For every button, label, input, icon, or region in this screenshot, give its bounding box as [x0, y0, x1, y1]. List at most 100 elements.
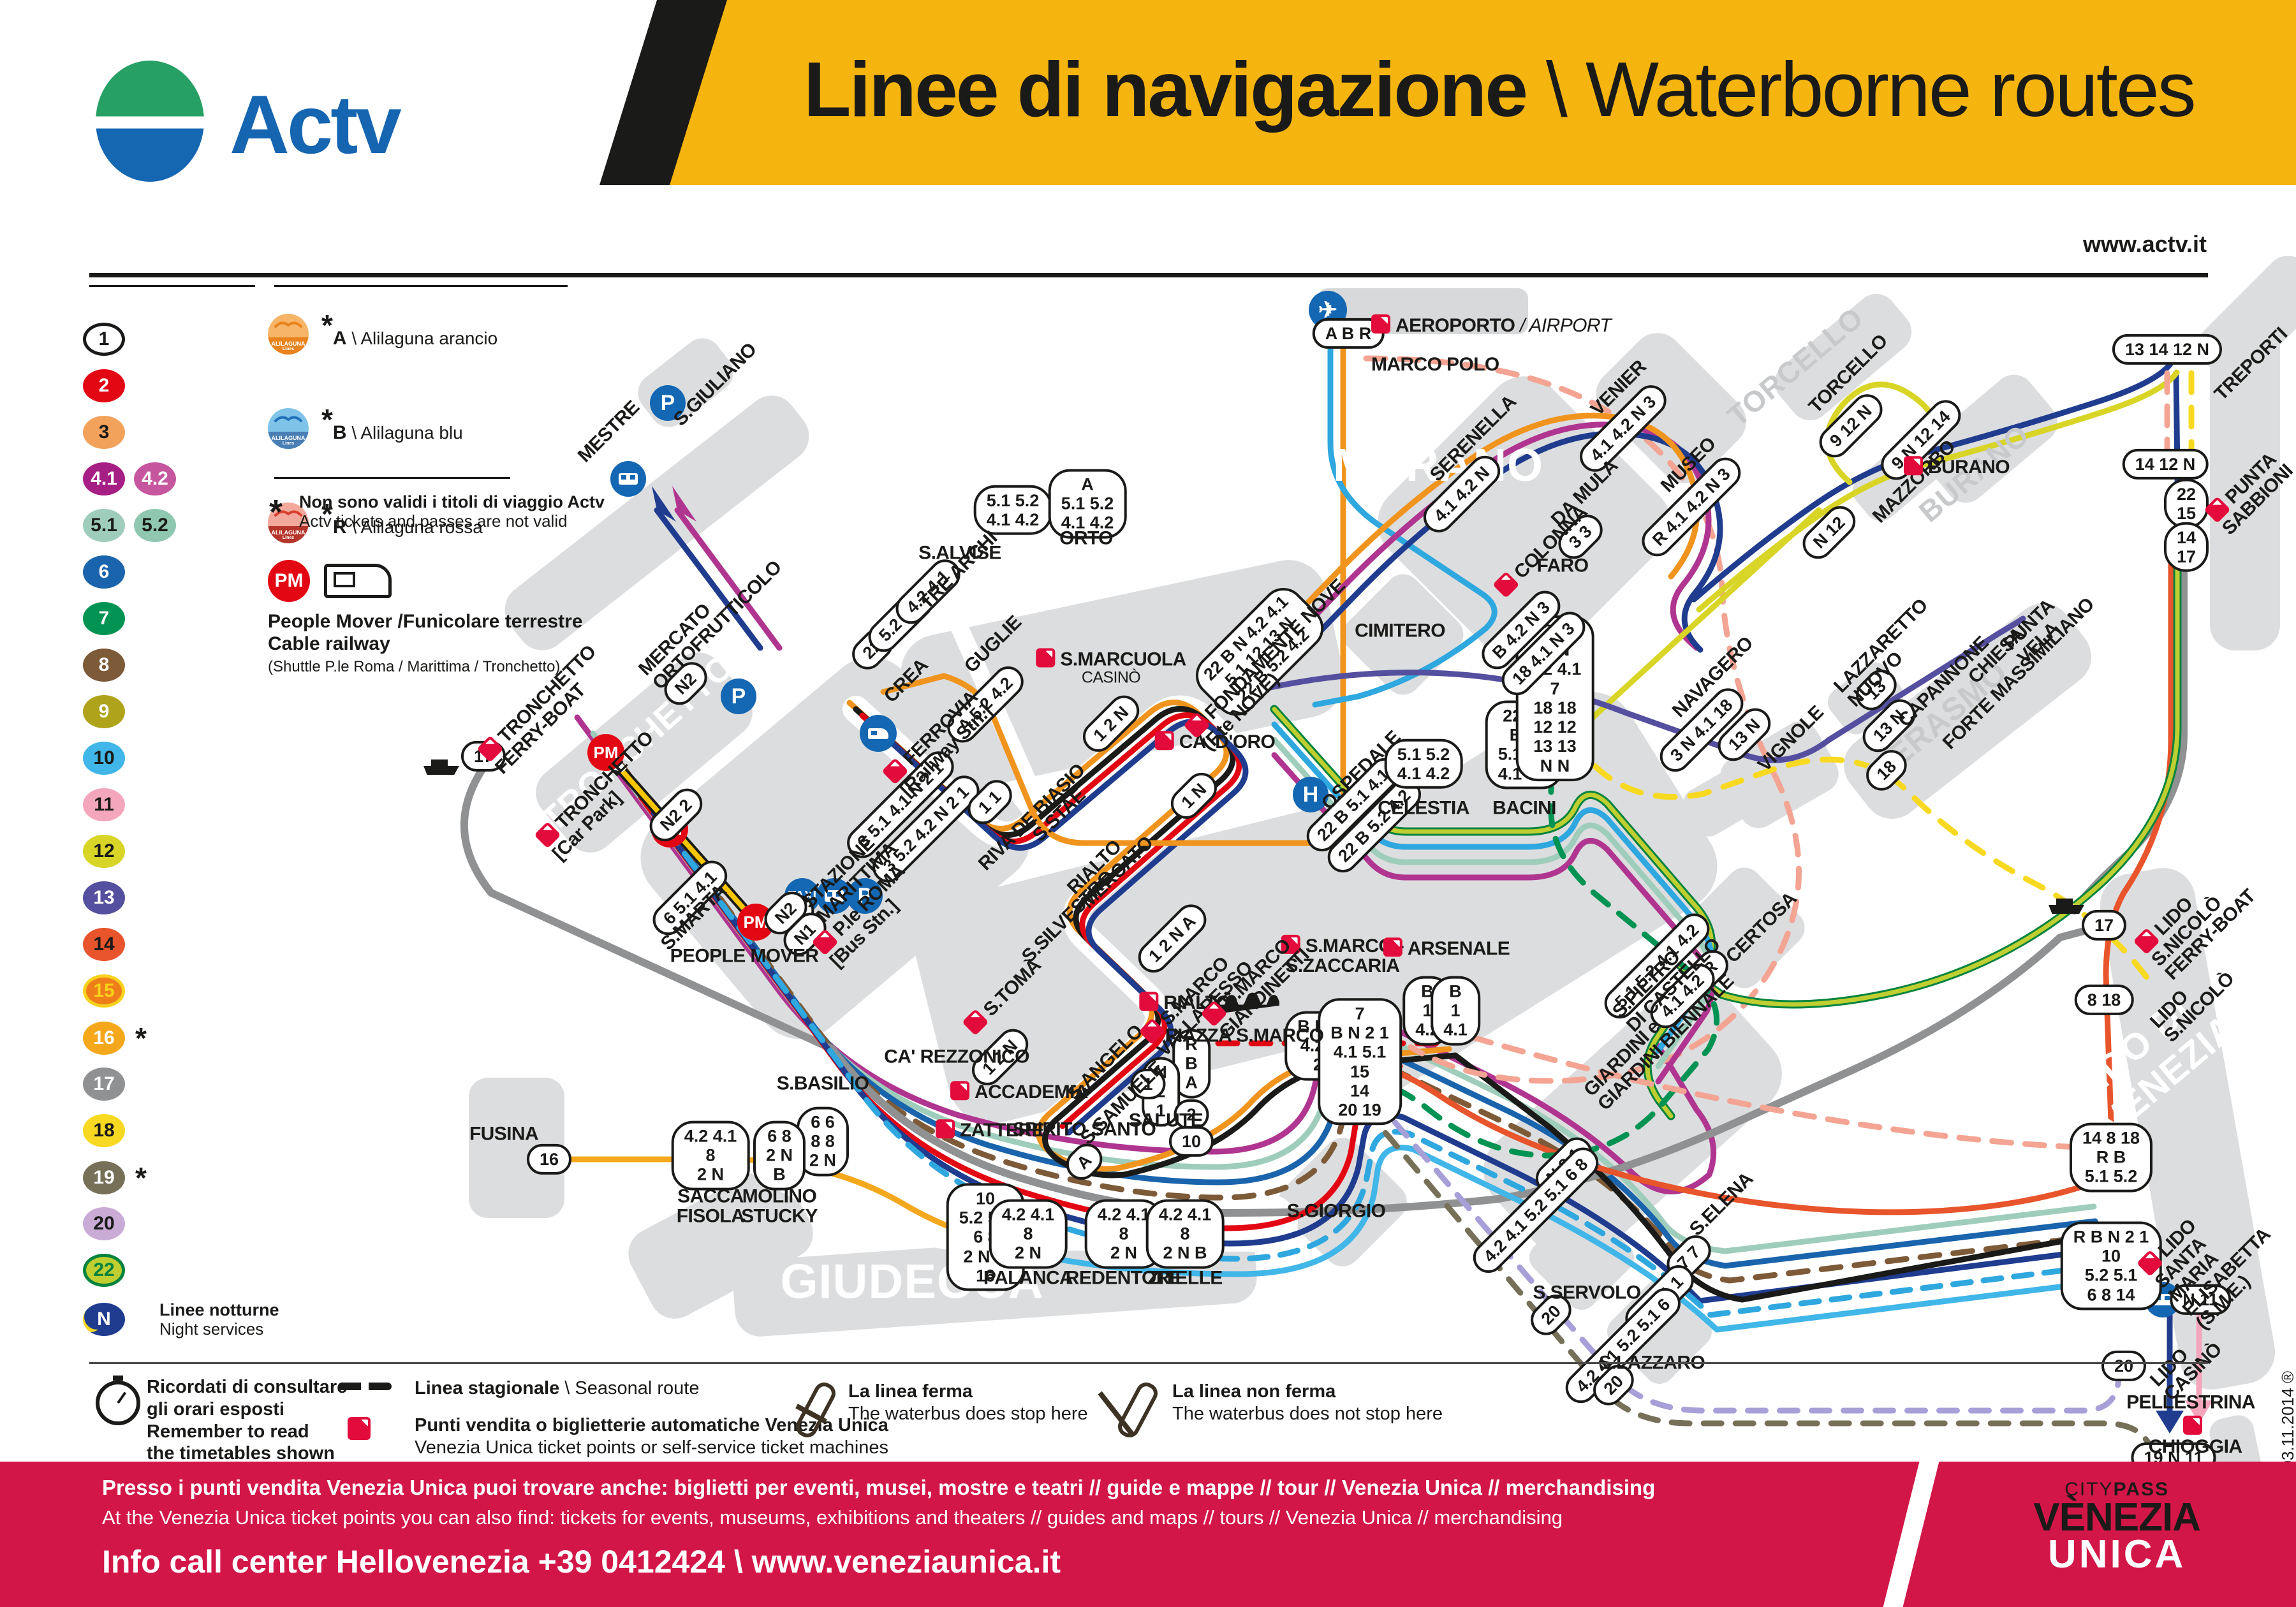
ticket-icon — [1139, 992, 1159, 1011]
stop-label: S.BASILIO — [776, 1073, 869, 1094]
legend-row-line-18: 18 — [83, 1114, 125, 1147]
legend-row-line-13: 13 — [83, 881, 125, 914]
page-title: Linee di navigazione \ Waterborne routes — [804, 46, 2197, 133]
ferry-boat-icon — [2049, 895, 2084, 914]
line-badge-6: 6 — [83, 555, 125, 589]
line-badge-1: 1 — [83, 323, 125, 356]
divider — [89, 285, 255, 287]
stop-label: CA' REZZONICO — [884, 1046, 1029, 1068]
ticket-icon — [1036, 648, 1056, 668]
line-badge-10: 10 — [83, 742, 125, 775]
legend-row-line-4.1: 4.1 4.2 — [83, 462, 176, 495]
asterisk: * — [135, 1161, 147, 1194]
legend-row-line-10: 10 — [83, 742, 125, 775]
line-badge-7: 7 — [83, 602, 125, 635]
line-numbers-pill: 8 18 — [2074, 984, 2134, 1016]
night-line-icon: N — [83, 1303, 125, 1337]
legend-row-line-16: 16 * — [83, 1021, 147, 1055]
st-marks-basilica-icon — [1209, 982, 1286, 1018]
stop-label: S.SERVOLO — [1533, 1282, 1641, 1303]
line-numbers-pill: 17 — [2081, 909, 2127, 941]
train-station-icon — [860, 715, 897, 752]
ticket-icon — [1383, 937, 1402, 957]
line-badge-4.1: 4.1 — [83, 462, 125, 495]
stop-label: ARSENALE — [1383, 937, 1510, 959]
legend-row-line-11: 11 — [83, 788, 125, 821]
seasonal-route-label: Linea stagionale \ Seasonal route — [415, 1378, 700, 1398]
ticket-points-label: Punti vendita o biglietterie automatiche… — [415, 1415, 889, 1458]
ticket-icon — [1371, 314, 1390, 334]
divider — [274, 285, 568, 287]
line-numbers-pill: 14 12 N — [2122, 448, 2209, 480]
line-badge-8: 8 — [83, 649, 125, 682]
band-contact-line[interactable]: Info call center Hellovenezia +39 041242… — [102, 1544, 1061, 1580]
asterisk: * — [135, 1022, 147, 1055]
line-numbers-pill: 20 — [2101, 1350, 2147, 1382]
ticket-icon — [1903, 456, 1923, 476]
stop-label: SALUTE — [1128, 1110, 1203, 1131]
stop-label: PIAZZA S.MARCO — [1165, 1025, 1324, 1046]
line-badge-18: 18 — [83, 1114, 125, 1147]
alilaguna-B-label: *B \ Alilaguna blu — [321, 403, 463, 443]
legend-row-line-3: 3 — [83, 416, 125, 449]
seasonal-route-sample — [338, 1383, 392, 1390]
actv-website-link[interactable]: www.actv.it — [2082, 231, 2207, 257]
ticket-icon — [2183, 1415, 2202, 1435]
clock-icon — [96, 1381, 140, 1425]
line-badge-13: 13 — [83, 881, 125, 914]
stop-label: FUSINA — [469, 1123, 539, 1145]
stop-label: BACINI — [1492, 797, 1556, 819]
line-numbers-pill: A B R — [1312, 318, 1385, 349]
venezia-unica-logo: CITYPASS VÈNEZIA UNICA — [2033, 1479, 2201, 1577]
hospital-icon: H — [1293, 777, 1328, 812]
stop-label: PALANCA — [983, 1267, 1073, 1289]
stop-label: SPIRITO SANTO — [1012, 1119, 1156, 1140]
stop-label: ACCADEMIA — [950, 1081, 1089, 1103]
venezia-unica-band: Presso i punti vendita Venezia Unica puo… — [0, 1455, 2296, 1607]
band-line2: At the Venezia Unica ticket points you c… — [102, 1506, 1563, 1529]
stop-label: S.ALVISE — [918, 542, 1001, 564]
line-numbers-pill: N 11 — [2170, 1284, 2231, 1316]
line-badge-19: 19 — [83, 1161, 125, 1194]
stop-label: CELESTIA — [1378, 797, 1469, 819]
stop-label: RIALTO — [1139, 992, 1231, 1013]
legend-row-line-7: 7 — [83, 602, 125, 635]
stop-label: ZITELLE — [1147, 1267, 1223, 1289]
line-badge-16: 16 — [83, 1022, 125, 1055]
bus-icon — [816, 878, 852, 914]
band-slash — [1880, 1455, 1940, 1607]
line-does-not-stop-icon — [1098, 1379, 1161, 1441]
line-badge-4.2: 4.2 — [134, 462, 176, 495]
line-numbers-pill: 13 14 12 N — [2112, 334, 2223, 365]
ticket-icon — [1154, 731, 1174, 751]
band-line1: Presso i punti vendita Venezia Unica puo… — [102, 1476, 1656, 1499]
timetable-note: Ricordati di consultare gli orari espost… — [147, 1377, 348, 1464]
divider — [274, 477, 510, 479]
stop-label: S.GIORGIO — [1286, 1200, 1386, 1222]
stop-label: REDENTORE — [1065, 1267, 1182, 1289]
stop-label: ORTO — [1059, 527, 1113, 549]
legend-row-line-19: 19 * — [83, 1161, 147, 1195]
line-badge-9: 9 — [83, 695, 125, 728]
stop-label: CIMITERO — [1355, 620, 1445, 642]
alilaguna-validity-note: *Non sono validi i titoli di viaggio Act… — [269, 492, 605, 531]
people-mover-icon: PM — [268, 560, 310, 602]
ticket-point-icon — [348, 1417, 376, 1441]
